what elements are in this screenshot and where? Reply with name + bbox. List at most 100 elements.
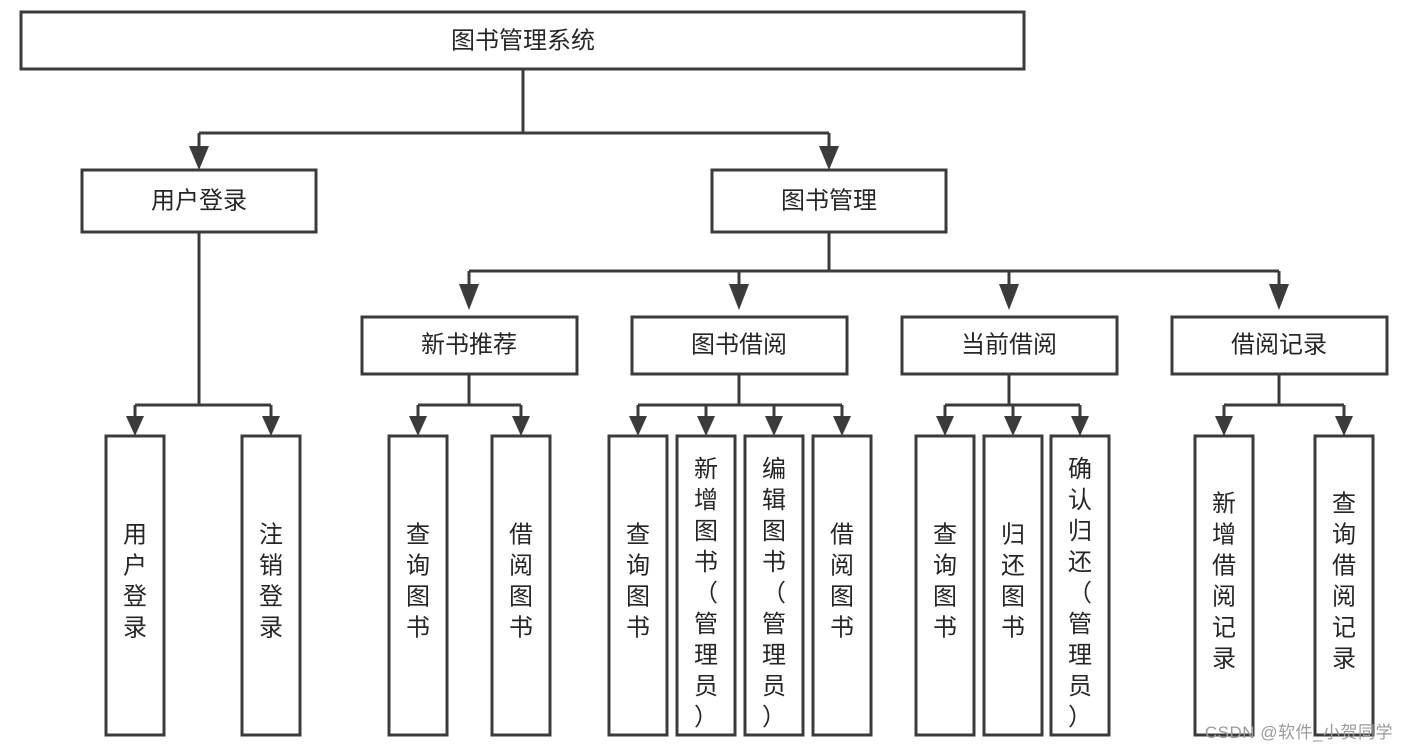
svg-text:编: 编 (762, 456, 786, 483)
arrow-head-icon (512, 416, 530, 436)
connector-group-root (189, 69, 839, 170)
svg-text:阅: 阅 (1212, 584, 1236, 611)
svg-text:询: 询 (933, 553, 957, 580)
svg-text:（: （ (1068, 580, 1092, 607)
svg-text:确: 确 (1068, 456, 1092, 483)
connector-group-book-borrow (629, 374, 851, 436)
node-book-manage[interactable]: 图书管理 (710, 168, 948, 234)
node-current-borrow[interactable]: 当前借阅 (900, 315, 1119, 376)
svg-text:认: 认 (1068, 487, 1092, 514)
arrow-head-icon (1335, 416, 1353, 436)
svg-text:记: 记 (1332, 615, 1356, 642)
connector-group-new-book (409, 374, 530, 436)
node-new-book-recommend[interactable]: 新书推荐 (360, 315, 579, 376)
svg-text:查: 查 (406, 522, 430, 549)
svg-text:查: 查 (626, 522, 650, 549)
svg-text:书: 书 (626, 615, 650, 642)
leaf-box[interactable] (1049, 434, 1111, 737)
arrow-head-icon (729, 284, 749, 310)
svg-text:理: 理 (762, 642, 786, 669)
leaf-box[interactable] (387, 434, 449, 737)
arrow-head-icon (819, 146, 839, 170)
leaf-node[interactable]: 用户登录 (104, 434, 166, 737)
leaf-box[interactable] (811, 434, 873, 737)
svg-text:员: 员 (1068, 673, 1092, 700)
arrow-head-icon (1215, 416, 1233, 436)
leaf-box[interactable] (675, 434, 737, 737)
connector-group-current-borrow (936, 374, 1089, 436)
node-borrow-record-box[interactable] (1170, 315, 1389, 376)
arrow-head-icon (1004, 416, 1022, 436)
arrow-head-icon (262, 416, 280, 436)
node-user-login[interactable]: 用户登录 (80, 168, 318, 234)
leaf-box[interactable] (982, 434, 1044, 737)
connector-group-borrow-record (1215, 374, 1353, 436)
leaf-box[interactable] (1313, 434, 1375, 737)
node-root[interactable]: 图书管理系统 (19, 10, 1026, 71)
node-user-login-label: 用户登录 (151, 187, 247, 214)
arrow-head-icon (126, 416, 144, 436)
svg-text:注: 注 (259, 522, 283, 549)
node-new-book-recommend-box[interactable] (360, 315, 579, 376)
leaf-box[interactable] (1193, 434, 1255, 737)
node-borrow-record[interactable]: 借阅记录 (1170, 315, 1389, 376)
leaf-box[interactable] (490, 434, 552, 737)
node-current-borrow-box[interactable] (900, 315, 1119, 376)
svg-text:管: 管 (1068, 611, 1092, 638)
leaf-box[interactable] (914, 434, 976, 737)
node-book-borrow-box[interactable] (630, 315, 849, 376)
svg-text:录: 录 (1332, 646, 1356, 673)
svg-text:图: 图 (762, 518, 786, 545)
node-book-borrow-label: 图书借阅 (691, 331, 787, 358)
leaf-box[interactable] (607, 434, 669, 737)
svg-text:借: 借 (830, 522, 854, 549)
leaf-box[interactable] (240, 434, 302, 737)
svg-text:新: 新 (694, 456, 718, 483)
svg-text:图: 图 (406, 584, 430, 611)
node-user-login-box[interactable] (80, 168, 318, 234)
arrow-head-icon (1071, 416, 1089, 436)
svg-text:归: 归 (1001, 522, 1025, 549)
svg-text:用: 用 (123, 522, 147, 549)
leaf-box[interactable] (743, 434, 805, 737)
svg-text:登: 登 (123, 584, 147, 611)
svg-text:录: 录 (123, 615, 147, 642)
arrow-head-icon (936, 416, 954, 436)
connector-group-book-manage (459, 232, 1289, 310)
node-book-borrow[interactable]: 图书借阅 (630, 315, 849, 376)
svg-text:阅: 阅 (1332, 584, 1356, 611)
svg-text:图: 图 (694, 518, 718, 545)
node-book-manage-box[interactable] (710, 168, 948, 234)
svg-text:录: 录 (259, 615, 283, 642)
svg-text:管: 管 (694, 611, 718, 638)
svg-text:管: 管 (762, 611, 786, 638)
svg-text:辑: 辑 (762, 487, 786, 514)
svg-text:图: 图 (626, 584, 650, 611)
svg-text:图: 图 (830, 584, 854, 611)
arrow-head-icon (1269, 284, 1289, 310)
node-root-box[interactable] (19, 10, 1026, 71)
svg-text:书: 书 (762, 549, 786, 576)
csdn-watermark: CSDN @软件_小贺同学 (1204, 723, 1393, 742)
leaf-box[interactable] (104, 434, 166, 737)
svg-text:理: 理 (1068, 642, 1092, 669)
